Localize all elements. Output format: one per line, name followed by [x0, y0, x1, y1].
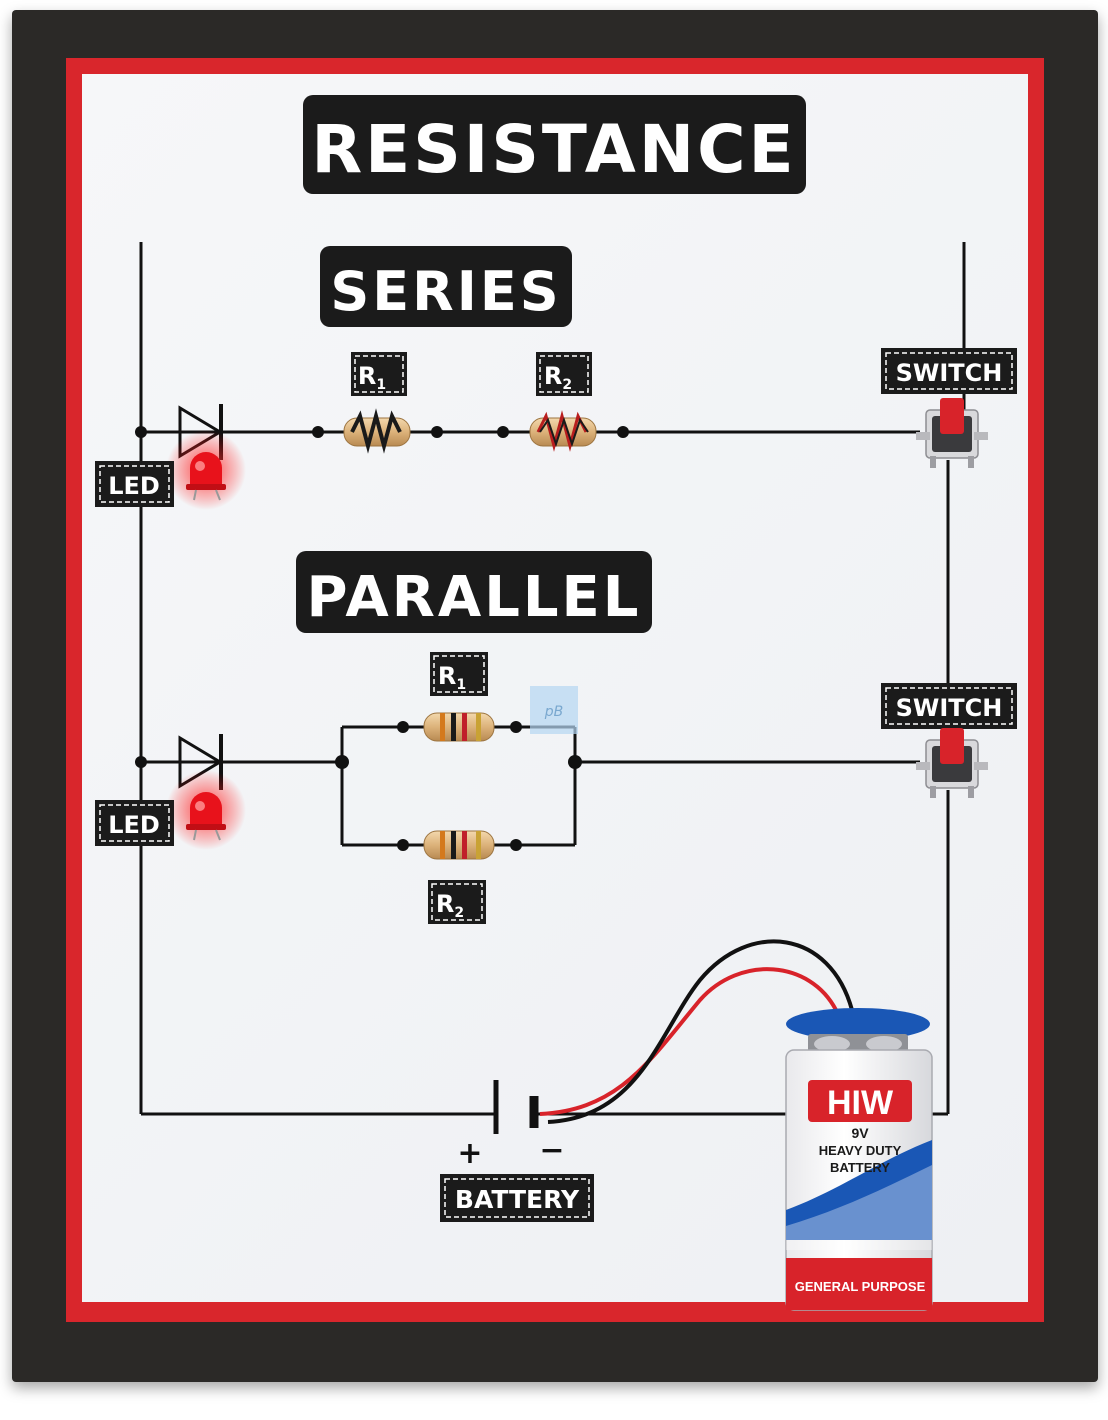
series-led: [166, 430, 246, 510]
series-heading: SERIES: [320, 246, 572, 327]
battery-symbol: + −: [457, 1080, 565, 1171]
title-banner: RESISTANCE: [303, 95, 806, 194]
svg-text:R1: R1: [358, 362, 386, 393]
parallel-resistor-r1: [423, 712, 495, 742]
svg-text:BATTERY: BATTERY: [455, 1185, 580, 1214]
battery-footer: GENERAL PURPOSE: [795, 1279, 926, 1294]
parallel-heading-text: PARALLEL: [306, 565, 641, 630]
watermark: pB: [530, 686, 578, 734]
battery-brand: HIW: [827, 1084, 894, 1122]
junction-dots: [135, 426, 629, 851]
battery-label: BATTERY: [440, 1174, 594, 1222]
nine-volt-battery: HIW 9V HEAVY DUTY BATTERY GENERAL PURPOS…: [785, 1008, 933, 1311]
parallel-led: [166, 770, 246, 850]
svg-text:R1: R1: [438, 662, 466, 693]
svg-text:pB: pB: [544, 704, 564, 720]
series-resistor-r2: [529, 410, 597, 452]
parallel-switch-label: SWITCH: [881, 683, 1017, 729]
svg-text:+: +: [457, 1136, 482, 1171]
svg-text:LED: LED: [108, 472, 160, 500]
series-heading-text: SERIES: [330, 260, 561, 323]
parallel-led-label: LED: [95, 800, 174, 846]
series-push-switch: [916, 398, 988, 468]
svg-text:SWITCH: SWITCH: [896, 359, 1003, 387]
parallel-resistor-r2: [423, 830, 495, 860]
parallel-r2-label: R2: [428, 880, 486, 924]
svg-text:SWITCH: SWITCH: [896, 694, 1003, 722]
battery-line2: BATTERY: [830, 1160, 890, 1175]
series-switch-label: SWITCH: [881, 348, 1017, 394]
series-r1-label: R1: [351, 352, 407, 396]
battery-voltage: 9V: [851, 1125, 869, 1141]
svg-text:−: −: [539, 1133, 564, 1168]
battery-wires: [539, 939, 854, 1124]
parallel-push-switch: [916, 728, 988, 798]
parallel-r1-label: R1: [430, 652, 488, 696]
series-led-label: LED: [95, 461, 174, 507]
svg-text:R2: R2: [436, 890, 464, 921]
svg-text:LED: LED: [108, 811, 160, 839]
series-resistor-r1: [343, 408, 411, 454]
series-r2-label: R2: [536, 352, 592, 396]
title-text: RESISTANCE: [311, 111, 796, 188]
battery-line1: HEAVY DUTY: [819, 1143, 902, 1158]
svg-text:R2: R2: [544, 362, 572, 393]
parallel-heading: PARALLEL: [296, 551, 652, 633]
